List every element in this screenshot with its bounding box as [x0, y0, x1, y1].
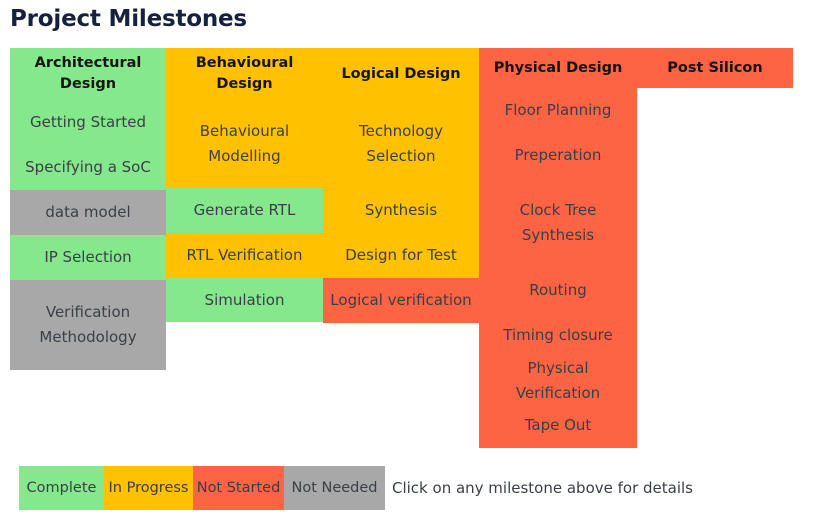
- milestone-cell[interactable]: Preperation: [479, 133, 637, 178]
- page-title: Project Milestones: [10, 6, 247, 32]
- column-header[interactable]: Post Silicon: [637, 48, 793, 88]
- milestone-cell[interactable]: Timing closure: [479, 313, 637, 358]
- milestone-cell[interactable]: Getting Started: [10, 100, 166, 145]
- milestone-cell[interactable]: Verification Methodology: [10, 280, 166, 370]
- column-header[interactable]: Behavioural Design: [166, 48, 323, 100]
- milestone-cell[interactable]: Technology Selection: [323, 100, 479, 188]
- column-header[interactable]: Logical Design: [323, 48, 479, 100]
- legend-item-complete[interactable]: Complete: [19, 466, 104, 510]
- column-header[interactable]: Architectural Design: [10, 48, 166, 100]
- legend-item-in-progress[interactable]: In Progress: [104, 466, 193, 510]
- milestone-cell[interactable]: Synthesis: [323, 188, 479, 233]
- milestone-cell[interactable]: Routing: [479, 268, 637, 313]
- legend-item-not-started[interactable]: Not Started: [193, 466, 284, 510]
- milestone-cell[interactable]: Clock Tree Synthesis: [479, 178, 637, 268]
- column-header[interactable]: Physical Design: [479, 48, 637, 88]
- legend-hint: Click on any milestone above for details: [392, 479, 693, 497]
- milestone-cell[interactable]: IP Selection: [10, 235, 166, 280]
- milestone-cell[interactable]: Specifying a SoC: [10, 145, 166, 190]
- milestone-cell[interactable]: Tape Out: [479, 403, 637, 448]
- milestone-cell[interactable]: Behavioural Modelling: [166, 100, 323, 188]
- milestone-cell[interactable]: Generate RTL: [166, 188, 323, 233]
- milestone-cell[interactable]: RTL Verification: [166, 233, 323, 278]
- milestone-cell[interactable]: Simulation: [166, 278, 323, 322]
- milestone-cell[interactable]: data model: [10, 190, 166, 235]
- milestone-cell[interactable]: Design for Test: [323, 233, 479, 278]
- milestone-cell[interactable]: Logical verification: [323, 278, 479, 323]
- milestone-cell[interactable]: Physical Verification: [479, 358, 637, 403]
- milestone-cell[interactable]: Floor Planning: [479, 88, 637, 133]
- legend-item-not-needed[interactable]: Not Needed: [284, 466, 385, 510]
